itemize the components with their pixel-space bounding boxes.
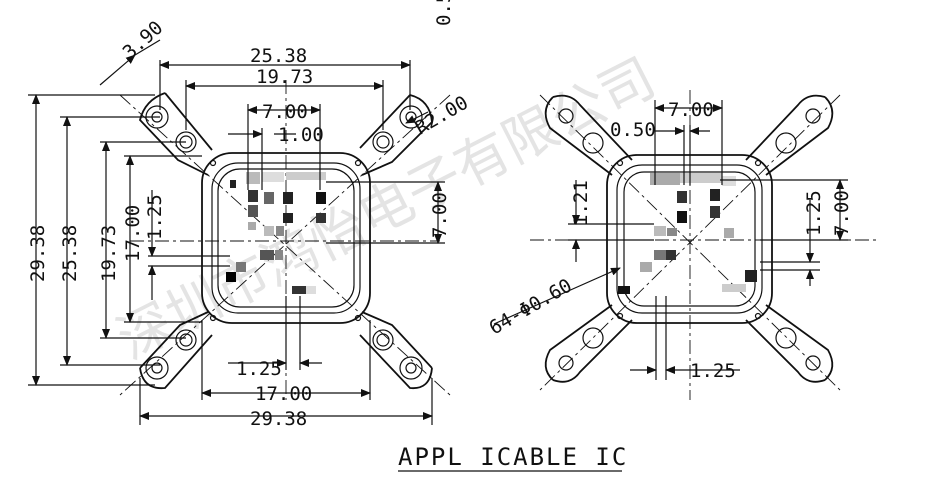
dim-top-center: 7.00: [262, 101, 308, 123]
dim-right-height: 7.00: [831, 190, 853, 236]
dim-right-top-center: 7.00: [668, 99, 714, 121]
mounting-hole: [582, 327, 604, 349]
dim-left-overall: 29.38: [27, 225, 49, 282]
mounting-hole: [399, 356, 423, 380]
mounting-hole: [805, 108, 821, 124]
mounting-hole: [775, 327, 797, 349]
left-pad-pattern: [226, 172, 326, 294]
right-left-dimensions: 1.21 64-Φ0.60: [486, 180, 654, 340]
left-bottom-dimensions: 1.25 17.00 29.38: [139, 296, 433, 430]
left-side-dimensions: 29.38 25.38 19.73 17.00 1.25: [27, 94, 230, 386]
locator-dot: [354, 314, 362, 322]
dim-left-fourth: 17.00: [122, 205, 144, 262]
dim-left-third: 19.73: [98, 225, 120, 282]
mounting-hole-inner: [151, 362, 163, 374]
caption: APPL ICABLE IC: [398, 443, 628, 471]
dim-bottom-inner: 17.00: [255, 383, 312, 405]
right-diagonal-centerline: [539, 94, 841, 391]
mounting-hole: [805, 355, 821, 371]
mounting-hole: [775, 132, 797, 154]
mounting-hole: [372, 131, 394, 153]
dim-top-sub: 1.00: [278, 124, 324, 146]
dim-bottom-small: 1.25: [236, 358, 282, 380]
mounting-hole: [372, 329, 394, 351]
mounting-hole-inner: [376, 135, 390, 149]
mounting-hole: [558, 355, 574, 371]
dim-left-second: 25.38: [59, 225, 81, 282]
locator-dot: [209, 159, 217, 167]
mounting-hole: [399, 105, 423, 129]
locator-dot: [209, 314, 217, 322]
dim-right-top-sub: 0.50: [610, 119, 656, 141]
left-right-dimension: 7.00: [326, 181, 451, 244]
dim-right-bottom-small: 1.25: [690, 360, 736, 382]
dim-bottom-overall: 29.38: [250, 408, 307, 430]
locator-dot: [754, 159, 762, 167]
right-mounting-holes: [558, 108, 821, 371]
mounting-hole-inner: [405, 362, 417, 374]
dim-pad-callout: 64-Φ0.60: [486, 275, 576, 340]
locator-dot: [616, 312, 624, 320]
mounting-hole: [175, 329, 197, 351]
mounting-hole-inner: [179, 333, 193, 347]
mounting-hole-inner: [376, 333, 390, 347]
right-pad-pattern: [618, 173, 757, 294]
right-bottom-dimensions: 1.25: [630, 296, 740, 382]
partial-dimension-label: 0.5: [433, 0, 455, 26]
locator-dot: [354, 159, 362, 167]
dim-right-height: 7.00: [429, 192, 451, 238]
mounting-hole: [582, 132, 604, 154]
locator-dot: [754, 312, 762, 320]
right-top-dimensions: 7.00 0.50: [610, 99, 723, 185]
mounting-hole: [558, 108, 574, 124]
dim-right-small: 1.25: [803, 190, 825, 236]
right-right-dimensions: 1.25 7.00: [720, 179, 853, 286]
dim-right-left-pitch: 1.21: [570, 180, 592, 226]
dim-left-fifth: 1.25: [144, 194, 166, 240]
dim-top-overall: 25.38: [250, 45, 307, 67]
locator-dot: [616, 159, 624, 167]
mounting-hole: [145, 356, 169, 380]
dim-top-inner: 19.73: [256, 66, 313, 88]
left-socket-view: 25.38 19.73 7.00 1.00 3.90 R2.00 29.38: [27, 17, 472, 430]
